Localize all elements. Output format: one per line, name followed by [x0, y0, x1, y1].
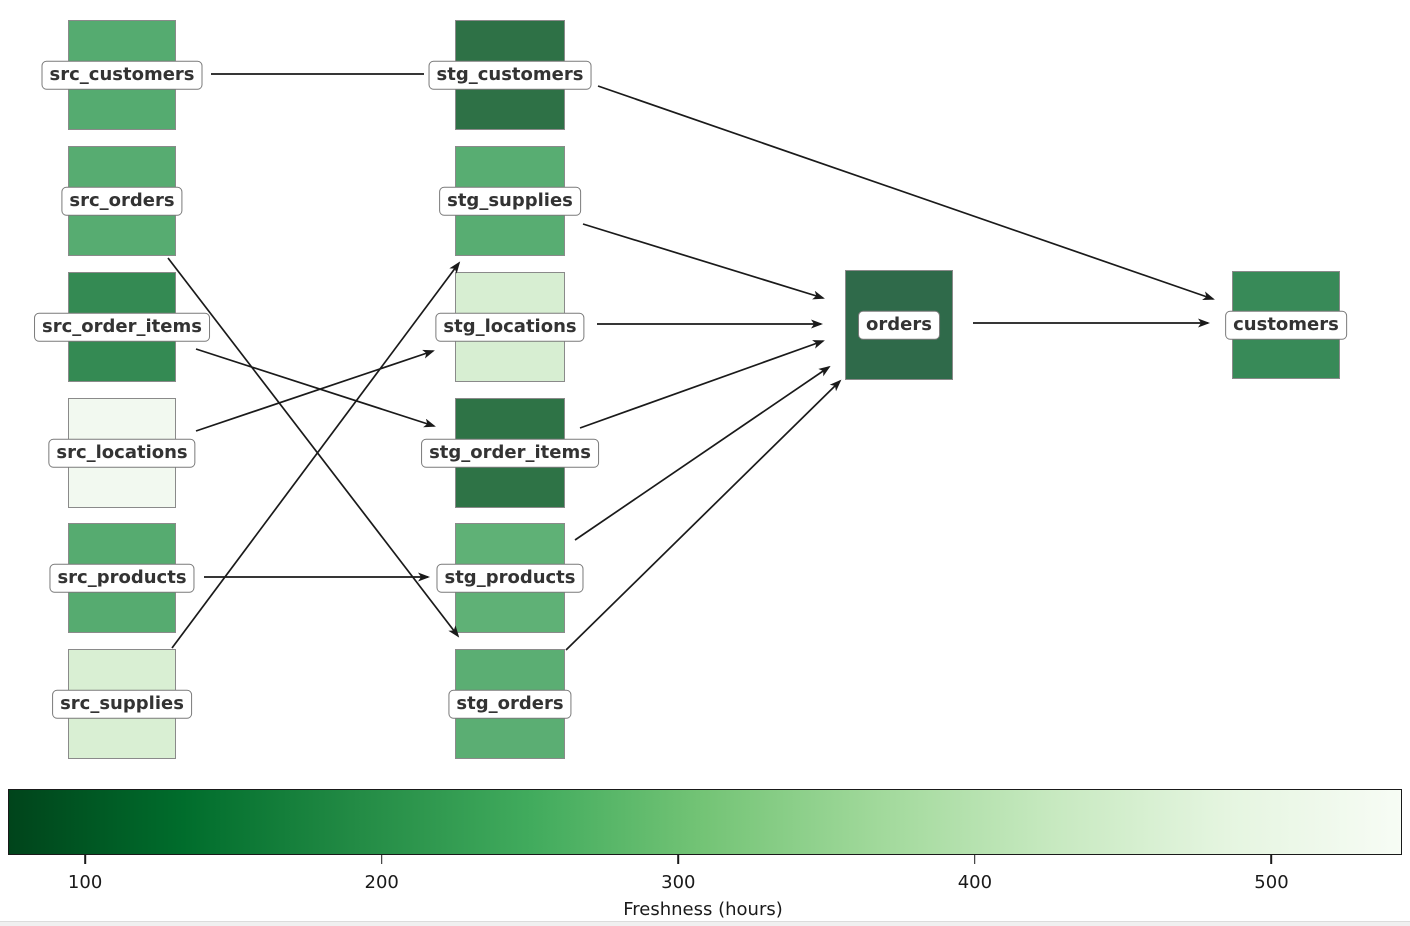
colorbar-tick	[380, 855, 383, 864]
edge-stg_supplies-to-orders	[582, 223, 825, 300]
edge-stg_customers-to-customers	[597, 85, 1215, 300]
edge-src_orders-to-stg_orders	[167, 257, 460, 638]
colorbar-axis-label: Freshness (hours)	[623, 899, 783, 920]
colorbar-tick-label: 200	[364, 872, 399, 893]
edge-src_supplies-to-stg_supplies	[171, 261, 461, 649]
colorbar-tick	[1270, 855, 1273, 864]
edge-stg_order_items-to-orders	[579, 340, 825, 429]
edge-src_order_items-to-stg_order_items	[195, 348, 436, 428]
edge-stg_products-to-orders	[574, 365, 831, 541]
colorbar-tick	[84, 855, 86, 864]
colorbar-tick-label: 500	[1254, 872, 1289, 893]
edge-stg_orders-to-orders	[565, 379, 842, 651]
colorbar-tick-label: 100	[67, 872, 103, 893]
colorbar-tick-label: 300	[661, 872, 696, 893]
colorbar-tick-label: 400	[957, 872, 993, 893]
colorbar-tick	[974, 855, 976, 864]
figure-bottom-rule	[0, 921, 1410, 926]
edge-src_locations-to-stg_locations	[195, 349, 435, 432]
colorbar-tick	[677, 855, 680, 864]
colorbar-gradient	[8, 789, 1402, 855]
